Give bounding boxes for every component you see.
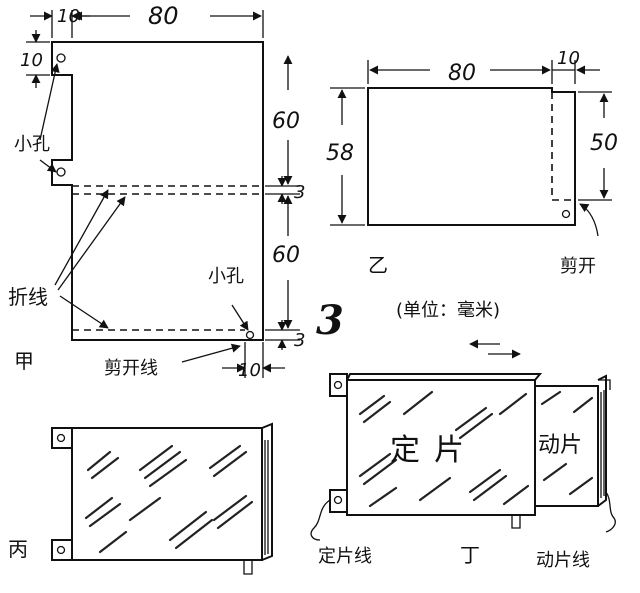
yi-hole-circle: [561, 209, 571, 219]
dim-jia-tab-height: 10: [20, 50, 43, 71]
dim-jia-lower-height: 60: [272, 243, 300, 268]
panel-label-jia: 甲: [14, 349, 34, 373]
dim-yi-height: 58: [326, 141, 354, 166]
panel-yi: 80 10 58 50 剪开 乙: [326, 48, 618, 277]
label-cut-line: 剪开线: [104, 358, 158, 379]
panel-label-bing: 丙: [8, 537, 28, 561]
panel-ding: 定片 动片 定片线 丁 动片线: [310, 339, 616, 571]
label-hole-bottom: 小孔: [208, 266, 244, 287]
hole-bottom-circle: [245, 330, 255, 340]
moving-wire-curve: [605, 491, 616, 533]
ding-hatching: [358, 390, 530, 508]
label-fold-line: 折线: [8, 285, 48, 309]
dim-jia-tab-width: 10: [57, 6, 80, 27]
label-fixed-plate: 定片: [390, 433, 478, 468]
fixed-wire-curve: [310, 499, 331, 541]
panel-jia: 10 80 10 60 3 60 3 10 小孔: [8, 2, 305, 381]
figure-number: 3: [316, 297, 344, 344]
dim-jia-bottom-tab: 10: [238, 360, 261, 381]
bing-hatching: [84, 444, 254, 554]
dim-jia-upper-height: 60: [272, 109, 300, 134]
ding-moving-hatching: [540, 390, 594, 496]
dim-yi-width: 80: [448, 61, 476, 86]
hole-top-circle: [56, 53, 66, 63]
units-note: (单位：毫米): [396, 300, 500, 321]
label-fixed-wire: 定片线: [318, 546, 372, 567]
label-moving-wire: 动片线: [536, 550, 590, 571]
dim-jia-width: 80: [148, 2, 179, 30]
dim-jia-gap: 3: [294, 182, 305, 203]
hole-mid-circle: [56, 167, 66, 177]
dim-yi-tab-height: 50: [590, 131, 618, 156]
dim-yi-tab: 10: [557, 48, 580, 69]
dim-jia-gap-bottom: 3: [294, 330, 305, 351]
label-hole-top-line1: 小孔: [14, 134, 50, 155]
label-moving-plate: 动片: [538, 433, 582, 458]
panel-label-ding: 丁: [460, 543, 480, 567]
label-yi-cut: 剪开: [560, 256, 596, 277]
panel-bing: 丙: [8, 422, 273, 575]
panel-label-yi: 乙: [368, 253, 388, 277]
